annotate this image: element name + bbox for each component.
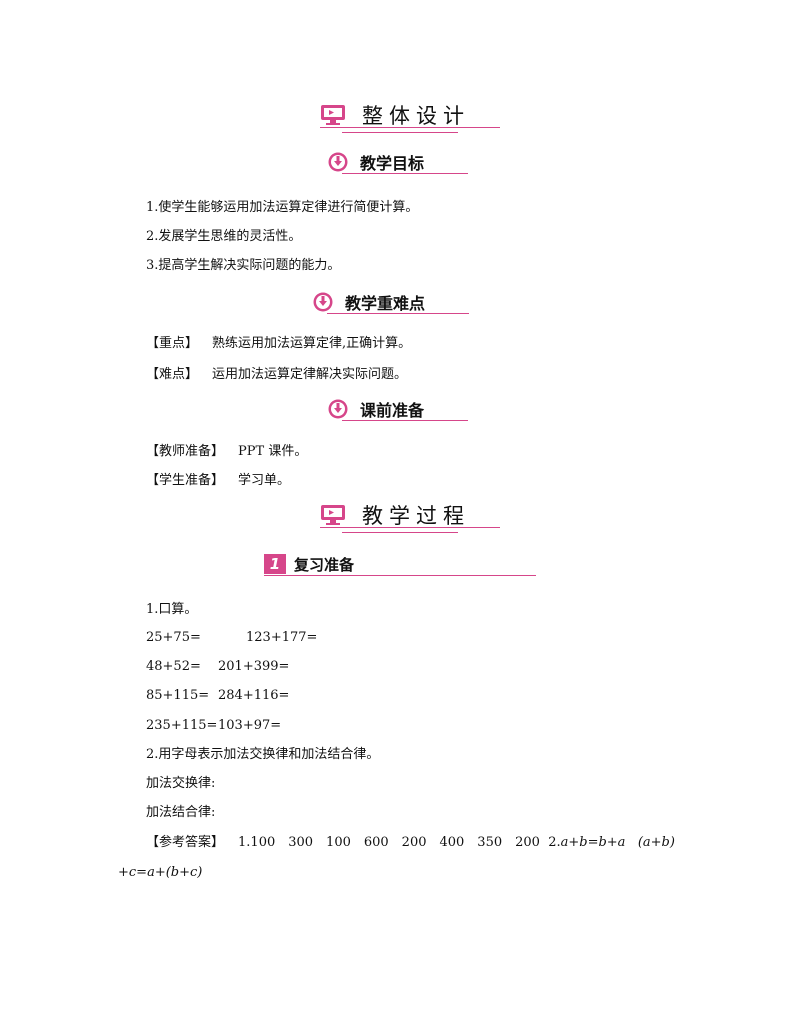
answer-part2-num: 2. [548, 835, 561, 850]
oral-row-1-b: 123+177= [246, 630, 318, 645]
goals-header: 教学目标 [328, 150, 468, 180]
teacher-prep-text: PPT 课件。 [238, 444, 308, 459]
download-circle-icon [313, 292, 333, 312]
reference-answer: 【参考答案】1.100 300 100 600 200 400 350 200 … [146, 834, 675, 852]
oral-calc-label: 1.口算。 [146, 602, 198, 617]
goal-item: 1.使学生能够运用加法运算定律进行简便计算。 [146, 200, 419, 215]
keypoints-header: 教学重难点 [313, 290, 473, 320]
section-number-badge: 1 [264, 554, 286, 574]
key-label: 【重点】 [146, 336, 199, 351]
section-title: 教学过程 [362, 504, 470, 528]
heading-underline [327, 313, 469, 314]
associative-label: 加法结合律: [146, 805, 216, 820]
goal-item: 2.发展学生思维的灵活性。 [146, 229, 302, 244]
student-prep: 【学生准备】学习单。 [146, 472, 290, 490]
teacher-prep-label: 【教师准备】 [146, 444, 225, 459]
keypoints-heading: 教学重难点 [345, 294, 426, 313]
section-title: 整体设计 [362, 104, 470, 128]
prep-heading: 课前准备 [360, 401, 425, 420]
goals-heading: 教学目标 [360, 154, 425, 173]
oral-row-1-a: 25+75= [146, 630, 201, 645]
heading-underline [342, 173, 468, 174]
key-text: 熟练运用加法运算定律,正确计算。 [212, 336, 412, 351]
student-prep-text: 学习单。 [238, 473, 291, 488]
review-prep-header: 1 复习准备 [264, 554, 539, 578]
oral-row-2-a: 48+52= [146, 659, 201, 674]
monitor-icon [320, 504, 346, 526]
heading-underline [342, 420, 468, 421]
difficulty-text: 运用加法运算定律解决实际问题。 [212, 367, 408, 382]
overall-design-header: 整体设计 [320, 100, 510, 136]
oral-row-4-a: 235+115= [146, 718, 218, 733]
oral-row-2-b: 201+399= [218, 659, 290, 674]
teacher-prep: 【教师准备】 PPT 课件。 [146, 443, 307, 461]
prep-header: 课前准备 [328, 397, 468, 427]
answer-formula-2a: (a+b) [637, 835, 675, 850]
answer-values: 1.100 300 100 600 200 400 350 200 [238, 835, 540, 850]
oral-row-3-b: 284+116= [218, 688, 290, 703]
oral-row-3-a: 85+115= [146, 688, 210, 703]
heading-underline [264, 575, 536, 576]
oral-row-4-b: 103+97= [218, 718, 282, 733]
title-underline-thin [342, 132, 458, 133]
student-prep-label: 【学生准备】 [146, 473, 225, 488]
title-underline-thin [342, 532, 458, 533]
letters-prompt: 2.用字母表示加法交换律和加法结合律。 [146, 747, 380, 762]
difficulty-point: 【难点】运用加法运算定律解决实际问题。 [146, 366, 407, 384]
answer-formula-2b: +c=a+(b+c) [118, 865, 203, 880]
commutative-label: 加法交换律: [146, 776, 216, 791]
download-circle-icon [328, 399, 348, 419]
download-circle-icon [328, 152, 348, 172]
answer-formula-1: a+b=b+a [560, 835, 626, 850]
monitor-icon [320, 104, 346, 126]
goal-item: 3.提高学生解决实际问题的能力。 [146, 258, 341, 273]
review-prep-title: 复习准备 [294, 556, 355, 574]
answer-label: 【参考答案】 [146, 835, 225, 850]
teaching-process-header: 教学过程 [320, 500, 510, 536]
key-point: 【重点】熟练运用加法运算定律,正确计算。 [146, 335, 411, 353]
title-underline [320, 127, 500, 128]
title-underline [320, 527, 500, 528]
difficulty-label: 【难点】 [146, 367, 199, 382]
